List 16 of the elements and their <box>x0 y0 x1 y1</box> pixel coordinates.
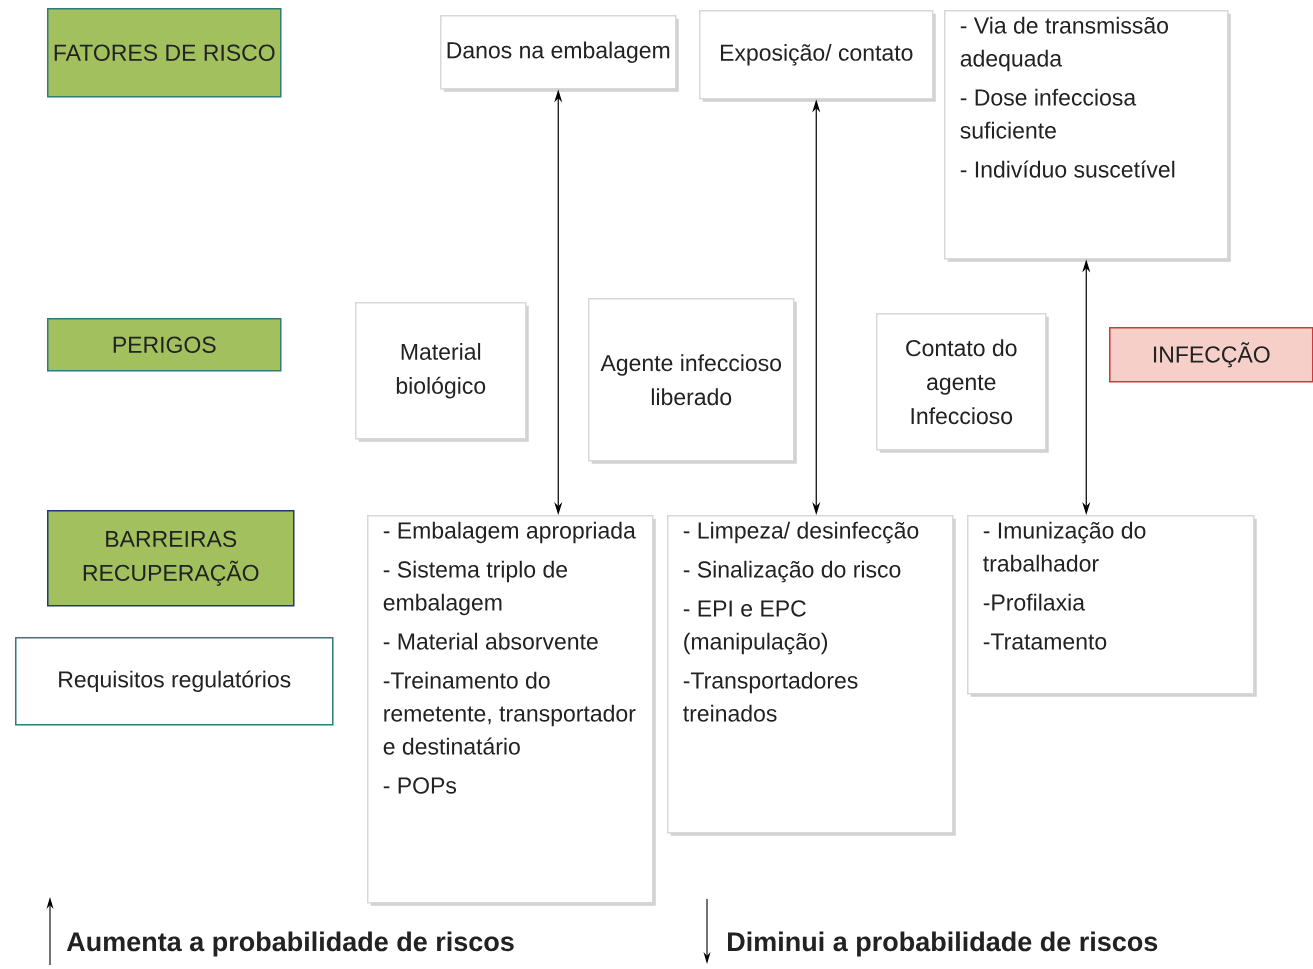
legend-note: Aumenta a probabilidade de riscos <box>66 931 514 957</box>
list-box: - Limpeza/ desinfecção - Sinalização do risco - EPI e EPC (manipulação) -Transportadores treinados <box>667 515 956 836</box>
heading-box: FATORES DE RISCO <box>47 8 282 98</box>
text-box: Danos na embalagem <box>440 15 679 92</box>
text-box: Requisitos regulatórios <box>15 637 334 726</box>
text-box: Material biológico <box>355 302 529 442</box>
list-box: - Embalagem apropriada - Sistema triplo de embalagem - Material absorvente -Treinamento do remetente, transportador e destinatário - POPs <box>367 515 656 906</box>
outcome-box: INFECÇÃO <box>1109 327 1313 383</box>
heading-box: PERIGOS <box>47 318 282 372</box>
heading-box: BARREIRAS RECUPERAÇÃO <box>47 510 295 607</box>
legend-note: Diminui a probabilidade de riscos <box>728 931 1158 957</box>
text-box: Exposição/ contato <box>699 10 936 102</box>
text-box: Agente infeccioso liberado <box>588 298 797 464</box>
text-box: Contato do agente Infeccioso <box>876 313 1049 453</box>
list-box: - Imunização do trabalhador -Profilaxia -Tratamento <box>967 515 1257 697</box>
list-box: - Via de transmissão adequada - Dose infecciosa suficiente - Indivíduo suscetível <box>944 10 1231 262</box>
